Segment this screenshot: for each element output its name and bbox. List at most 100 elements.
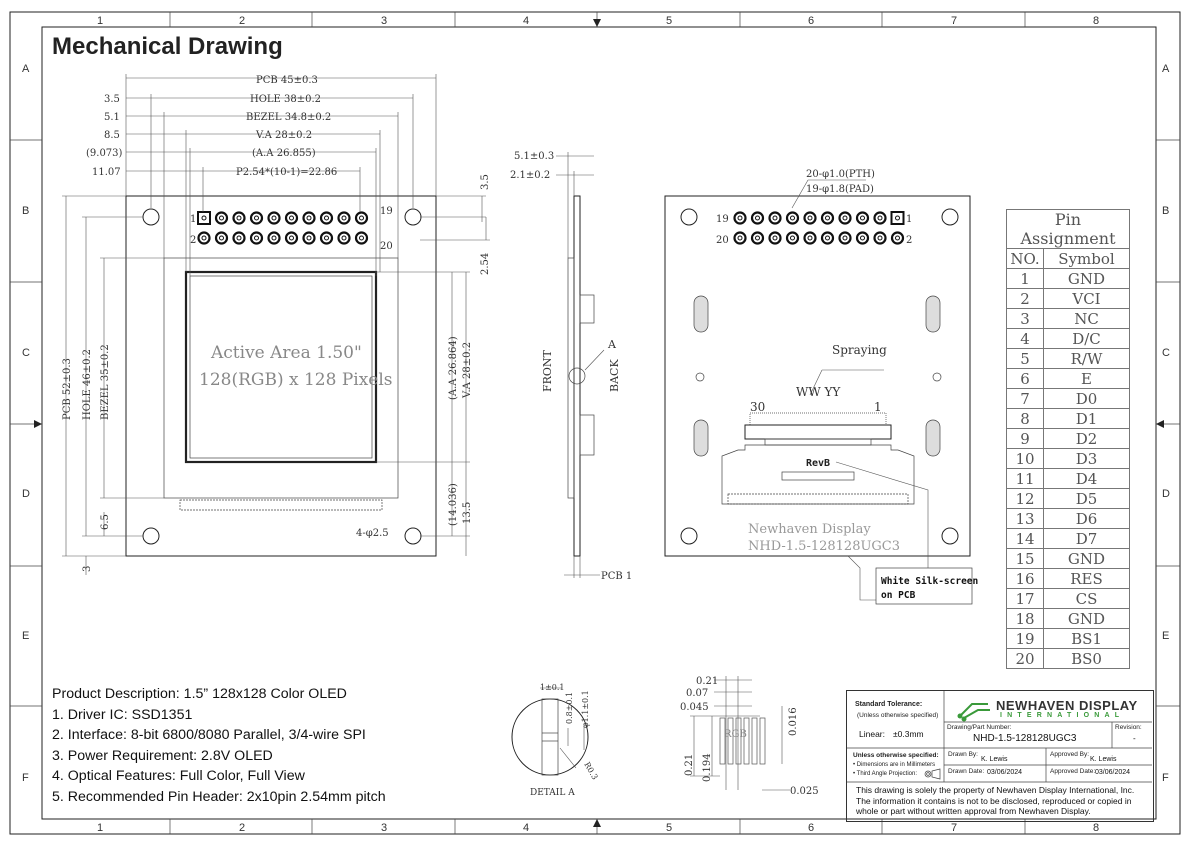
fpc-connector	[744, 424, 892, 440]
title-block: Standard Tolerance: (Unless otherwise sp…	[846, 690, 1154, 822]
front-pin-19-label: 19	[380, 206, 393, 217]
zone-col-6: 6	[808, 15, 814, 27]
zone-col-4-bottom: 4	[523, 822, 529, 834]
zone-row-f-right: F	[1162, 772, 1169, 784]
front-pin-2-label: 2	[190, 235, 196, 246]
pin-number: 4	[1006, 328, 1044, 349]
pin-pad	[302, 211, 316, 225]
pin-number: 8	[1006, 408, 1044, 429]
back-hole-tr	[941, 208, 959, 226]
pin-pad	[820, 211, 835, 225]
pin-pad	[768, 231, 782, 245]
pin-pad	[354, 231, 369, 245]
pin-pad	[267, 231, 281, 245]
revision-label: Revision:	[1115, 724, 1142, 731]
zone-col-6-bottom: 6	[808, 822, 814, 834]
dim-bottom-edge: 3	[82, 566, 93, 572]
pin-pad	[820, 231, 835, 245]
pin-symbol: D0	[1043, 388, 1130, 409]
pin-pad	[838, 231, 852, 245]
pin-symbol: D/C	[1043, 328, 1130, 349]
back-ic-outline	[781, 471, 855, 481]
unless-specified-projection: • Third Angle Projection:	[853, 771, 918, 777]
fpc-tail	[721, 444, 915, 505]
side-view: 5.1±0.3 2.1±0.2 FRONT BACK A PCB 1	[510, 151, 632, 582]
pin-pad	[855, 231, 870, 245]
pin-pad	[838, 211, 852, 225]
pin-number: 19	[1006, 628, 1044, 649]
pin-number: 13	[1006, 508, 1044, 529]
back-hole-bl	[680, 527, 698, 545]
pin-pad-square	[197, 211, 211, 225]
third-angle-projection-icon	[924, 768, 941, 780]
zone-col-4: 4	[523, 15, 529, 27]
silk-part-number: NHD-1.5-128128UGC3	[748, 539, 900, 554]
mount-hole-bl	[142, 527, 160, 545]
pin-symbol: D3	[1043, 448, 1130, 469]
zone-row-e-right: E	[1162, 630, 1169, 642]
detail-a-pcb-section	[541, 698, 559, 776]
back-slot-bl	[693, 419, 709, 457]
pin-number: 16	[1006, 568, 1044, 589]
unless-specified-dims: • Dimensions are in Millimeters	[853, 762, 936, 768]
pin-pad	[249, 231, 264, 245]
front-active-area	[184, 270, 378, 464]
pin-hole	[772, 235, 778, 241]
pth-leader	[791, 179, 809, 209]
pin-hole	[306, 235, 312, 241]
center-mark-top	[593, 19, 601, 27]
pin-symbol: GND	[1043, 608, 1130, 629]
pin-hole	[219, 215, 224, 221]
silk-callout-leader-2	[847, 555, 876, 601]
pin-hole	[737, 215, 743, 221]
pin-hole	[895, 215, 900, 221]
side-dim-overall: 5.1±0.3	[514, 151, 554, 162]
description-line: 4. Optical Features: Full Color, Full Vi…	[52, 768, 305, 785]
detail-a-radius-leader	[559, 747, 577, 769]
pin-pad	[803, 211, 817, 225]
pin-hole	[236, 235, 242, 241]
pin-symbol: BS1	[1043, 628, 1130, 649]
pin-number: 15	[1006, 548, 1044, 569]
pixel-rgb-label: RGB	[724, 729, 747, 740]
pin-number: 5	[1006, 348, 1044, 369]
dim-aa-width: (A.A 26.855)	[252, 148, 316, 159]
detail-a-circle	[511, 698, 589, 776]
pin-hole	[236, 215, 242, 221]
zone-col-2: 2	[239, 15, 245, 27]
pin-number: 12	[1006, 488, 1044, 509]
zone-col-1-bottom: 1	[97, 822, 103, 834]
pixel-dim-0016: 0.016	[788, 707, 799, 736]
zone-col-1: 1	[97, 15, 103, 27]
pin-hole	[289, 215, 294, 221]
pin-symbol: R/W	[1043, 348, 1130, 369]
pin-pad	[214, 231, 229, 245]
pin-hole	[790, 215, 795, 221]
silk-callout-line-1: White Silk-screen	[881, 576, 978, 587]
pixel-dim-021b: 0.21	[684, 754, 695, 776]
dim-hole-offset: 3.5	[104, 94, 120, 105]
front-left-dim-lines	[62, 195, 164, 575]
subpixel	[727, 717, 734, 765]
pin-hole	[359, 235, 364, 241]
zone-col-5-bottom: 5	[666, 822, 672, 834]
front-pin-1-label: 1	[190, 214, 196, 225]
dim-hole-width: HOLE 38±0.2	[250, 94, 321, 105]
logo-mark	[957, 703, 990, 722]
subpixel	[735, 717, 742, 765]
pin-number: 1	[1006, 268, 1044, 289]
side-dim-panel: 2.1±0.2	[510, 170, 550, 181]
company-logo-text: NEWHAVEN DISPLAY	[996, 698, 1138, 713]
active-area-text-1: Active Area 1.50"	[210, 343, 362, 363]
silk-callout-leader	[835, 461, 929, 568]
dim-aa-height: (A.A 26.864)	[448, 336, 459, 400]
dim-pin-offset: 11.07	[92, 167, 121, 178]
pin-symbol: D1	[1043, 408, 1130, 429]
